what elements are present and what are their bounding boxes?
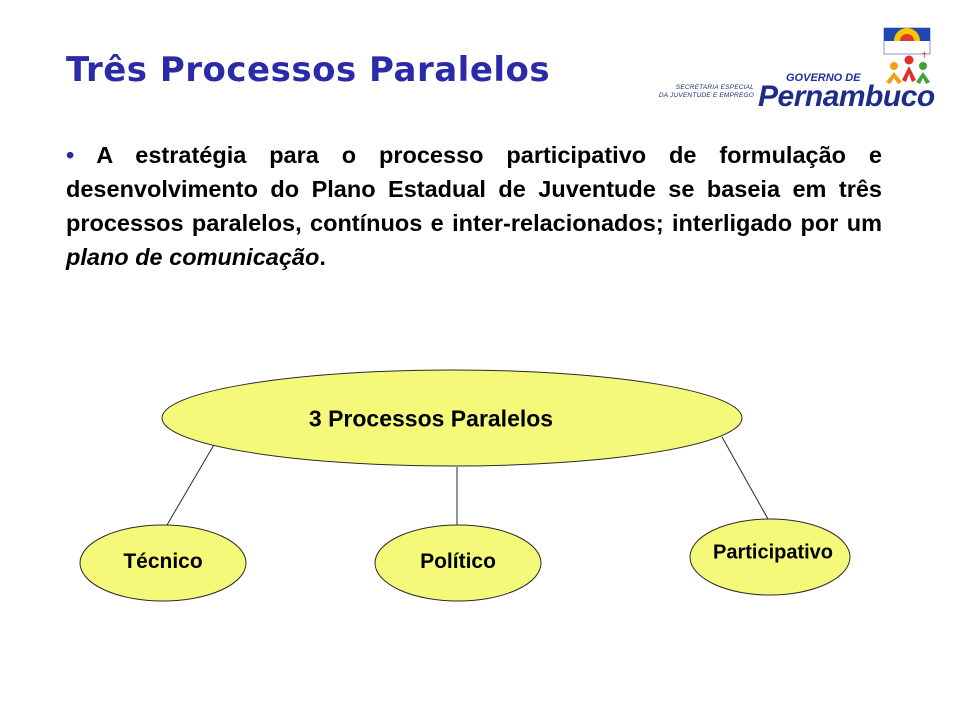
governo-pernambuco-logo: † SECRETARIA ESPECIAL DA JUVENTUDE E EMP… bbox=[636, 22, 936, 113]
root-node bbox=[161, 369, 743, 467]
logo-governo-text: GOVERNO DE bbox=[786, 72, 861, 84]
slide-title: Três Processos Paralelos bbox=[66, 50, 551, 90]
child-node-participativo bbox=[689, 518, 851, 596]
bullet-emphasis: plano de comunicação bbox=[66, 244, 320, 270]
bullet-dot: • bbox=[66, 142, 97, 168]
logo-emblem: † bbox=[883, 27, 931, 84]
logo-secretaria-line2: DA JUVENTUDE E EMPREGO bbox=[658, 92, 754, 99]
child-node-tecnico bbox=[79, 524, 247, 602]
bullet-text: A estratégia para o processo participati… bbox=[66, 142, 882, 236]
logo-pernambuco-text: Pernambuco bbox=[758, 80, 935, 113]
bullet-paragraph: • A estratégia para o processo participa… bbox=[66, 138, 882, 274]
child-label-participativo: Participativo bbox=[712, 541, 834, 564]
svg-text:†: † bbox=[922, 51, 927, 61]
connector-participativo bbox=[721, 436, 769, 520]
child-node-politico bbox=[374, 524, 542, 602]
bullet-end: . bbox=[319, 244, 326, 270]
root-node-label: 3 Processos Paralelos bbox=[308, 405, 554, 432]
child-label-tecnico: Técnico bbox=[123, 550, 203, 573]
connector-tecnico bbox=[166, 442, 216, 526]
child-label-politico: Político bbox=[420, 550, 496, 573]
logo-secretaria-line1: SECRETARIA ESPECIAL bbox=[675, 84, 754, 91]
